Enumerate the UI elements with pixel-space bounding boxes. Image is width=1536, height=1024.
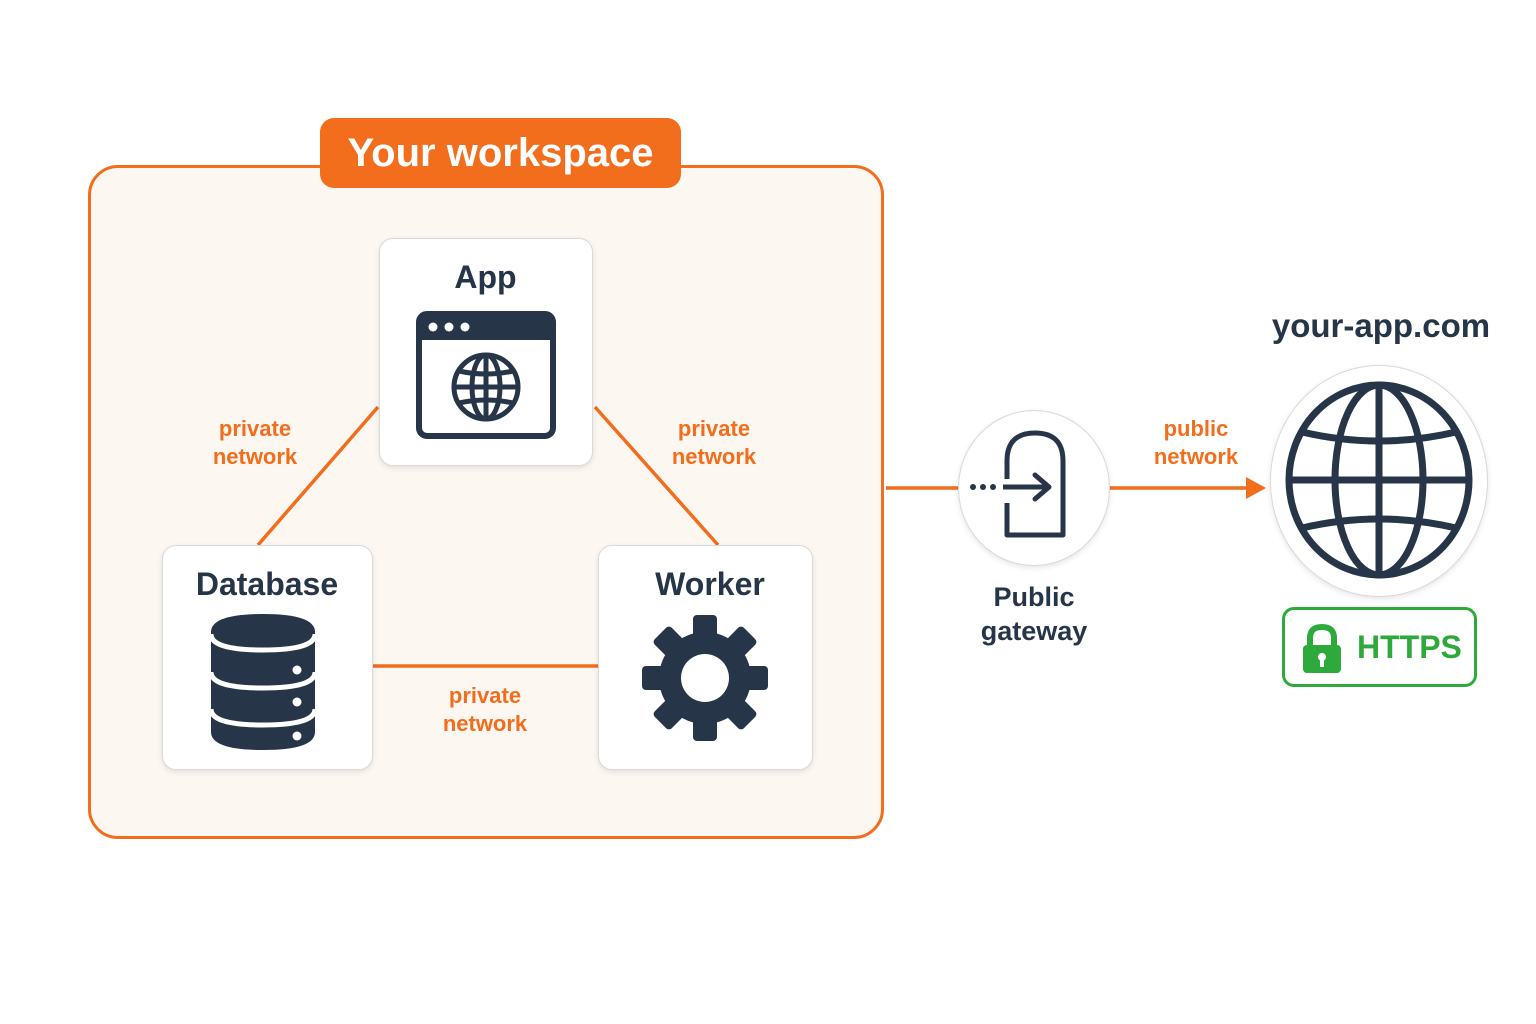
edge-label-line2: network [1153,444,1239,469]
app-node[interactable]: App [379,238,593,466]
internet-node[interactable] [1270,365,1488,597]
door-exit-icon [970,430,1066,538]
database-node-label: Database [195,566,339,602]
globe-icon [1285,381,1473,579]
edge-app-worker [593,405,720,547]
browser-globe-icon [416,311,556,439]
database-icon [209,614,317,750]
edge-label-app-worker: private network [644,415,784,471]
edge-label-line1: private [677,416,751,441]
https-badge-text: HTTPS [1357,629,1462,665]
arrowhead-internet [1246,477,1266,499]
https-badge: HTTPS [1282,607,1477,687]
gateway-label-line1: Public [993,582,1075,612]
lock-icon [1303,624,1341,673]
database-node[interactable]: Database [162,545,373,770]
workspace-title: Your workspace [320,118,681,188]
edge-label-app-database: private network [185,415,325,471]
edge-label-line2: network [671,444,757,469]
edge-app-database [256,405,380,547]
edge-label-gateway-internet: public network [1126,415,1266,471]
domain-label: your-app.com [1271,307,1491,344]
gateway-label: Public gateway [944,580,1124,648]
edge-label-database-worker: private network [415,682,555,738]
gateway-label-line2: gateway [980,616,1088,646]
edge-label-line2: network [442,711,528,736]
gateway-node[interactable] [958,410,1110,566]
edge-label-line1: private [218,416,292,441]
gear-icon [642,615,768,741]
app-node-label: App [454,259,517,295]
edge-label-line2: network [212,444,298,469]
edge-label-line1: public [1163,416,1229,441]
edge-label-line1: private [448,683,522,708]
worker-node[interactable]: Worker [598,545,813,770]
worker-node-label: Worker [655,566,765,602]
